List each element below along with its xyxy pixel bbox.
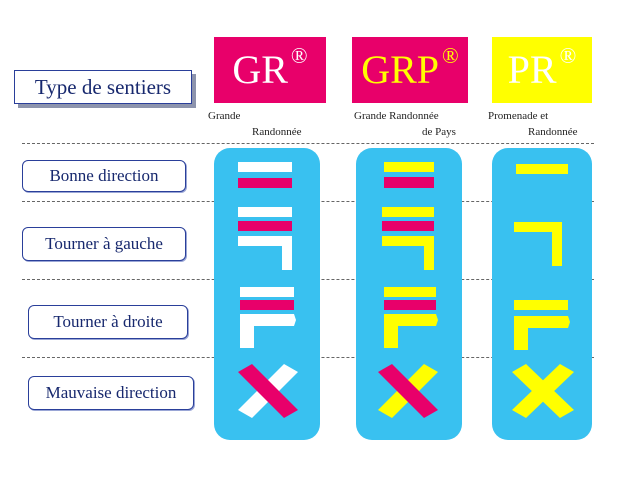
row-label-turn-left: Tourner à gauche [22, 227, 186, 261]
grp-subtitle: Grande Randonnée de Pays [354, 110, 456, 138]
grp-cross-magenta [378, 364, 438, 418]
pr-left-arrow [514, 222, 562, 266]
gr-good-bottom-bar [238, 178, 292, 188]
gr-right-arrow [240, 314, 296, 348]
gr-cross-magenta [238, 364, 298, 418]
trail-type-text: Type de sentiers [34, 74, 172, 99]
gr-good-top-bar [238, 162, 292, 172]
gr-right-top-bar [240, 287, 294, 297]
gr-logo: GR® [214, 37, 326, 103]
pr-logo: PR® [492, 37, 592, 103]
gr-turn-left-mark [238, 207, 292, 270]
grp-logo: GRP® [352, 37, 468, 103]
gr-left-arrow [238, 236, 292, 270]
gr-subtitle: Grande Randonnée [208, 110, 302, 138]
grp-left-top-bar [382, 207, 434, 217]
grp-good-top-bar [384, 162, 434, 172]
gr-good-direction-mark [238, 162, 292, 188]
pr-turn-right-mark [514, 300, 570, 350]
row-label-turn-right: Tourner à droite [28, 305, 188, 339]
pr-good-bar [516, 164, 568, 174]
gr-left-top-bar [238, 207, 292, 217]
gr-wrong-direction-mark [238, 364, 298, 418]
grp-right-mid-bar [384, 300, 436, 310]
grp-right-top-bar [384, 287, 436, 297]
gr-right-mid-bar [240, 300, 294, 310]
pr-subtitle: Promenade et Randonnée [488, 110, 578, 138]
pr-right-arrow [514, 316, 570, 350]
pr-cross-b [512, 364, 574, 418]
separator-1 [22, 143, 594, 144]
trail-type-label: Type de sentiers [14, 70, 192, 104]
row-label-wrong-direction: Mauvaise direction [28, 376, 194, 410]
pr-turn-left-mark [514, 222, 562, 266]
grp-turn-left-mark [382, 207, 434, 270]
gr-left-mid-bar [238, 221, 292, 231]
grp-wrong-direction-mark [378, 364, 438, 418]
grp-good-bottom-bar [384, 177, 434, 188]
grp-left-mid-bar [382, 221, 434, 231]
pr-wrong-direction-mark [512, 364, 574, 418]
grp-turn-right-mark [384, 287, 438, 348]
pr-good-direction-mark [516, 164, 568, 174]
grp-right-arrow [384, 314, 438, 348]
grp-left-arrow [382, 236, 434, 270]
pr-right-top-bar [514, 300, 568, 310]
grp-good-direction-mark [384, 162, 434, 188]
row-label-good-direction: Bonne direction [22, 160, 186, 192]
gr-turn-right-mark [240, 287, 296, 348]
